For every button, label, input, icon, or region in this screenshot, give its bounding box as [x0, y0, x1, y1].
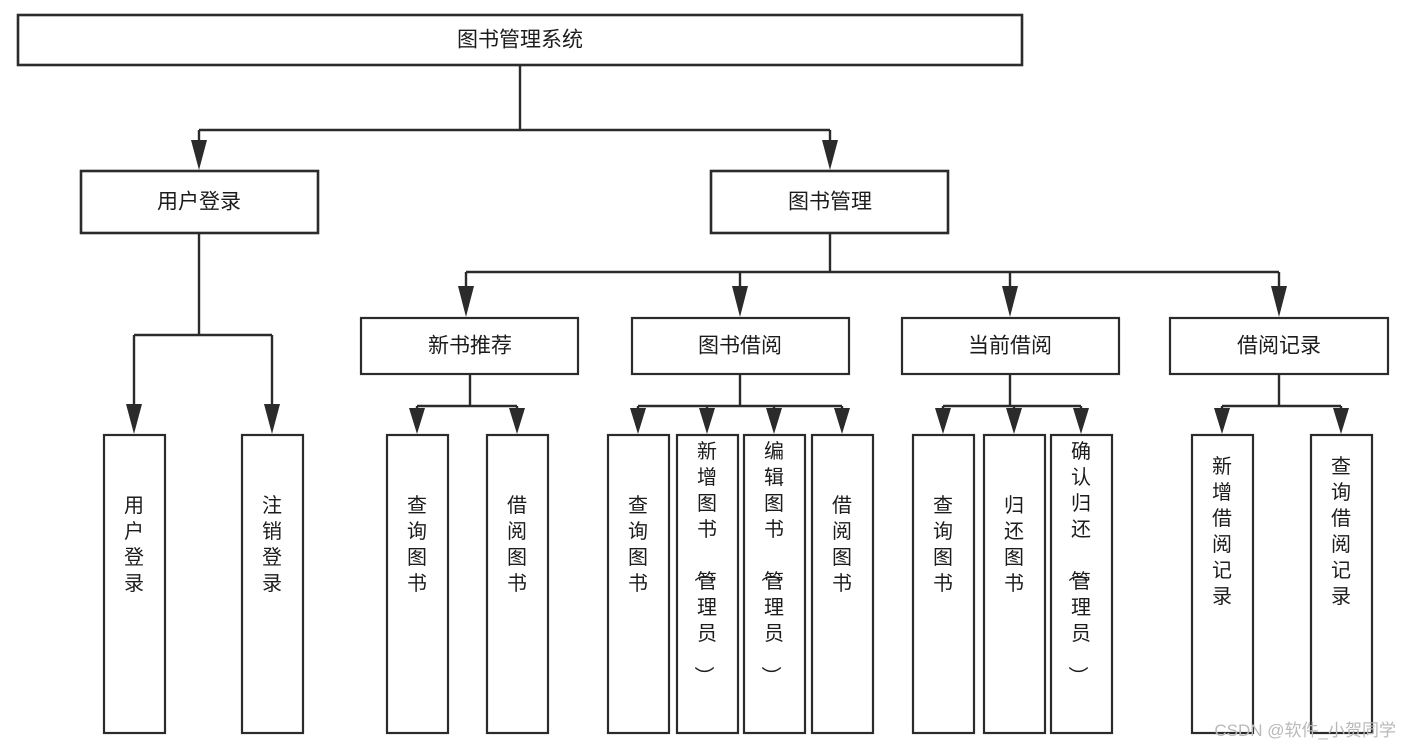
node-leaf-query-book-recommend[interactable]: 查询图书 [385, 433, 450, 735]
node-leaf-query-book-current[interactable]: 查询图书 [911, 433, 976, 735]
watermark-label: CSDN @软件_小贺同学 [1214, 721, 1396, 740]
node-leaf-query-book-recommend-box[interactable] [385, 433, 450, 735]
connector-group-book-borrow [630, 374, 850, 434]
node-leaf-add-book-box[interactable] [675, 433, 740, 735]
connector-group-book-management [458, 233, 1287, 317]
node-root-box[interactable] [16, 13, 1024, 67]
node-user-login-box[interactable] [79, 169, 320, 235]
arrow-head-book-management [822, 140, 838, 170]
node-leaf-logout-login-box[interactable] [240, 433, 305, 735]
arrow-head-leaf-query-book-borrow [630, 408, 646, 434]
node-root[interactable]: 图书管理系统 [16, 13, 1024, 67]
node-leaf-borrow-book-label: 借阅图书 [832, 494, 852, 595]
arrow-head-leaf-borrow-book-recommend [509, 408, 525, 434]
connector-group-root [191, 65, 838, 170]
node-leaf-user-login-box[interactable] [102, 433, 167, 735]
arrow-head-borrow-records [1271, 286, 1287, 317]
node-leaf-logout-login-label: 注销登录 [262, 494, 282, 595]
node-borrow-records-box[interactable] [1168, 316, 1390, 376]
node-user-login[interactable]: 用户登录 [79, 169, 320, 235]
node-new-book-recommend-label: 新书推荐 [428, 335, 512, 358]
node-leaf-user-login[interactable]: 用户登录 [102, 433, 167, 735]
node-leaf-logout-login[interactable]: 注销登录 [240, 433, 305, 735]
node-leaf-borrow-book-recommend-label: 借阅图书 [507, 494, 527, 595]
node-leaf-query-book-current-label: 查询图书 [933, 494, 953, 595]
arrow-head-leaf-query-book-current [935, 408, 951, 434]
arrow-head-user-login [191, 140, 207, 170]
node-leaf-add-book[interactable]: 新增图书（管理员） [675, 433, 740, 735]
node-leaf-borrow-book-recommend[interactable]: 借阅图书 [485, 433, 550, 735]
node-leaf-borrow-book-recommend-box[interactable] [485, 433, 550, 735]
arrow-head-leaf-edit-book [766, 408, 782, 434]
node-leaf-query-borrow-record-box[interactable] [1309, 433, 1374, 735]
node-book-borrow-box[interactable] [630, 316, 851, 376]
node-book-management[interactable]: 图书管理 [709, 169, 950, 235]
connector-group-user-login [126, 233, 280, 434]
node-leaf-confirm-return-label: 确认归还（管理员） [1066, 440, 1091, 686]
arrow-head-leaf-return-book [1006, 408, 1022, 434]
node-leaf-edit-book[interactable]: 编辑图书（管理员） [742, 433, 807, 735]
node-user-login-label: 用户登录 [157, 191, 241, 214]
arrow-head-new-book-recommend [458, 286, 474, 317]
node-leaf-confirm-return-box[interactable] [1049, 433, 1114, 735]
node-book-borrow[interactable]: 图书借阅 [630, 316, 851, 376]
connector-group-borrow-records [1214, 374, 1349, 434]
arrow-head-leaf-logout-login [264, 404, 280, 434]
node-leaf-return-book[interactable]: 归还图书 [982, 433, 1047, 735]
node-leaf-return-book-label: 归还图书 [1004, 494, 1024, 595]
arrow-head-leaf-query-borrow-record [1333, 408, 1349, 434]
node-book-management-box[interactable] [709, 169, 950, 235]
node-leaf-query-borrow-record-label: 查询借阅记录 [1331, 455, 1351, 608]
arrow-head-current-borrow [1002, 286, 1018, 317]
node-leaf-edit-book-box[interactable] [742, 433, 807, 735]
connector-group-new-book-recommend [409, 374, 525, 434]
node-leaf-query-book-borrow-label: 查询图书 [628, 494, 648, 595]
arrow-head-leaf-borrow-book [834, 408, 850, 434]
node-current-borrow-label: 当前借阅 [968, 335, 1052, 358]
arrow-head-book-borrow [732, 286, 748, 317]
node-leaf-borrow-book[interactable]: 借阅图书 [810, 433, 875, 735]
node-new-book-recommend[interactable]: 新书推荐 [359, 316, 580, 376]
node-leaf-add-borrow-record[interactable]: 新增借阅记录 [1190, 433, 1255, 735]
node-current-borrow[interactable]: 当前借阅 [900, 316, 1121, 376]
node-leaf-confirm-return[interactable]: 确认归还（管理员） [1049, 433, 1114, 735]
node-leaf-query-borrow-record[interactable]: 查询借阅记录 [1309, 433, 1374, 735]
node-new-book-recommend-box[interactable] [359, 316, 580, 376]
node-leaf-query-book-recommend-label: 查询图书 [407, 494, 427, 595]
node-leaf-user-login-label: 用户登录 [124, 495, 144, 595]
arrow-head-leaf-add-book [699, 408, 715, 434]
node-leaf-add-book-label: 新增图书（管理员） [692, 440, 717, 686]
arrow-head-leaf-query-book-recommend [409, 408, 425, 434]
arrow-head-leaf-add-borrow-record [1214, 408, 1230, 434]
node-leaf-add-borrow-record-label: 新增借阅记录 [1212, 455, 1232, 608]
node-leaf-query-book-borrow[interactable]: 查询图书 [606, 433, 671, 735]
node-leaf-borrow-book-box[interactable] [810, 433, 875, 735]
node-leaf-query-book-borrow-box[interactable] [606, 433, 671, 735]
node-borrow-records-label: 借阅记录 [1237, 335, 1321, 358]
node-root-label: 图书管理系统 [457, 29, 583, 52]
node-leaf-add-borrow-record-box[interactable] [1190, 433, 1255, 735]
arrow-head-leaf-confirm-return [1073, 408, 1089, 434]
node-borrow-records[interactable]: 借阅记录 [1168, 316, 1390, 376]
node-book-management-label: 图书管理 [788, 191, 872, 214]
node-leaf-query-book-current-box[interactable] [911, 433, 976, 735]
node-book-borrow-label: 图书借阅 [698, 335, 782, 358]
arrow-head-leaf-user-login [126, 404, 142, 434]
node-leaf-edit-book-label: 编辑图书（管理员） [759, 440, 784, 686]
connector-group-current-borrow [935, 374, 1089, 434]
node-current-borrow-box[interactable] [900, 316, 1121, 376]
node-leaf-return-book-box[interactable] [982, 433, 1047, 735]
